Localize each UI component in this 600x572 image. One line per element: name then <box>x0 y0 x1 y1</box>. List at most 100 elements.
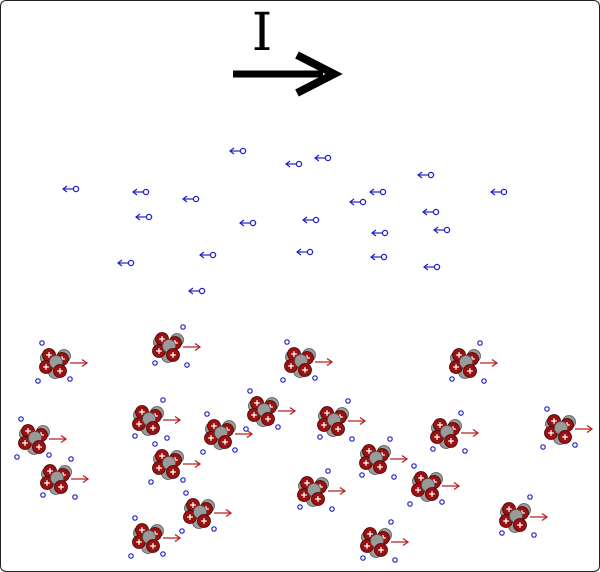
bound-electron <box>360 555 366 561</box>
bound-electron <box>46 452 52 458</box>
bound-electron <box>462 448 468 454</box>
positive-ion <box>359 436 409 480</box>
bound-electron <box>527 494 533 500</box>
current-label: I <box>251 3 273 63</box>
free-electron <box>423 263 441 271</box>
free-electron <box>229 147 247 155</box>
bound-electron <box>359 472 365 478</box>
bound-electron <box>312 375 318 381</box>
positive-ion <box>499 494 549 538</box>
free-electron <box>199 251 217 259</box>
bound-electron <box>391 474 397 480</box>
free-electron <box>371 229 389 237</box>
positive-ion <box>317 398 367 442</box>
bound-electron <box>280 377 286 383</box>
bound-electron <box>275 424 281 430</box>
positive-ion <box>540 406 594 450</box>
positive-ion <box>40 456 90 500</box>
bound-electron <box>430 446 436 452</box>
bound-electron <box>388 519 394 525</box>
bound-electron <box>531 532 537 538</box>
positive-ion <box>35 340 89 384</box>
bound-electron <box>411 463 417 469</box>
free-electron <box>188 287 206 295</box>
bound-electron <box>204 411 210 417</box>
free-electron <box>285 160 303 168</box>
current-arrow-icon <box>233 51 343 97</box>
positive-ion <box>407 463 461 507</box>
bound-electron <box>164 435 170 441</box>
bound-electron <box>317 434 323 440</box>
free-electron <box>417 171 435 179</box>
positive-ion <box>148 441 202 485</box>
positive-ion <box>200 411 254 455</box>
bound-electron <box>128 553 134 559</box>
free-electron <box>135 213 153 221</box>
positive-ion <box>132 397 182 441</box>
bound-electron <box>481 378 487 384</box>
positive-ion <box>360 519 410 563</box>
free-electron <box>239 219 257 227</box>
bound-electron <box>297 504 303 510</box>
bound-electron <box>68 456 74 462</box>
bound-electron <box>67 376 73 382</box>
bound-electron <box>458 410 464 416</box>
bound-electron <box>179 528 185 534</box>
bound-electron <box>392 557 398 563</box>
free-electron <box>490 188 508 196</box>
bound-electron <box>152 360 158 366</box>
bound-electron <box>183 490 189 496</box>
bound-electron <box>540 444 546 450</box>
bound-electron <box>477 340 483 346</box>
free-electron <box>370 253 388 261</box>
positive-ion <box>179 490 233 534</box>
bound-electron <box>232 447 238 453</box>
bound-electron <box>18 416 24 422</box>
free-electron <box>62 185 80 193</box>
positive-ion <box>297 468 347 512</box>
free-electron <box>182 195 200 203</box>
bound-electron <box>180 477 186 483</box>
bound-electron <box>544 406 550 412</box>
bound-electron <box>329 506 335 512</box>
free-electron <box>422 208 440 216</box>
bound-electron <box>132 433 138 439</box>
positive-ion <box>243 388 297 432</box>
bound-electron <box>72 494 78 500</box>
bound-electron <box>247 388 253 394</box>
free-electron <box>302 216 320 224</box>
bound-electron <box>160 551 166 557</box>
bound-electron <box>211 526 217 532</box>
bound-electron <box>387 436 393 442</box>
bound-electron <box>407 501 413 507</box>
bound-electron <box>345 398 351 404</box>
bound-electron <box>148 479 154 485</box>
bound-electron <box>152 441 158 447</box>
positive-ion <box>152 324 202 368</box>
bound-electron <box>572 442 578 448</box>
bound-electron <box>180 324 186 330</box>
bound-electron <box>243 426 249 432</box>
bound-electron <box>349 436 355 442</box>
positive-ion <box>128 515 182 559</box>
free-electron <box>296 248 314 256</box>
bound-electron <box>184 362 190 368</box>
free-electron <box>314 154 332 162</box>
positive-ion <box>449 340 499 384</box>
positive-ion <box>430 410 480 454</box>
bound-electron <box>160 397 166 403</box>
bound-electron <box>449 376 455 382</box>
bound-electron <box>39 340 45 346</box>
free-electron <box>349 198 367 206</box>
bound-electron <box>35 378 41 384</box>
positive-ion <box>14 416 68 460</box>
bound-electron <box>499 530 505 536</box>
bound-electron <box>284 339 290 345</box>
bound-electron <box>439 499 445 505</box>
positive-ion <box>280 339 334 383</box>
bound-electron <box>14 454 20 460</box>
bound-electron <box>132 515 138 521</box>
free-electron <box>132 188 150 196</box>
